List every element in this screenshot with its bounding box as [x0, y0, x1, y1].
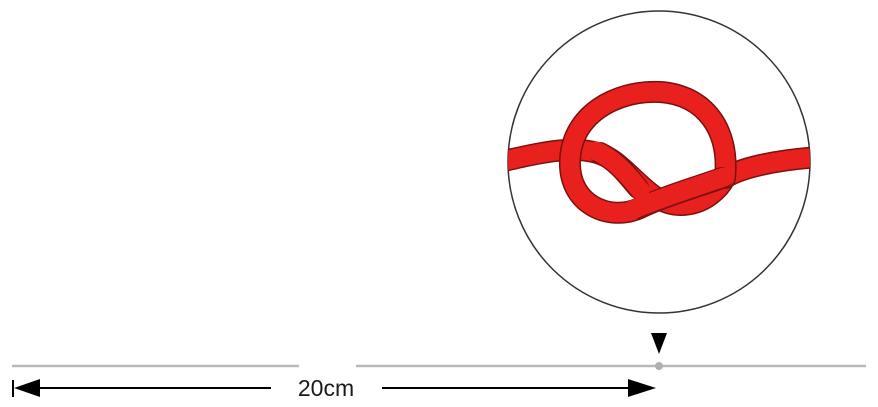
left-arrowhead-icon — [14, 379, 40, 397]
knot-position-point — [655, 362, 663, 370]
knot-magnifier — [500, 11, 820, 313]
dimension-label: 20cm — [298, 375, 354, 401]
right-arrowhead-icon — [628, 379, 656, 397]
down-triangle-marker-icon — [651, 333, 667, 354]
